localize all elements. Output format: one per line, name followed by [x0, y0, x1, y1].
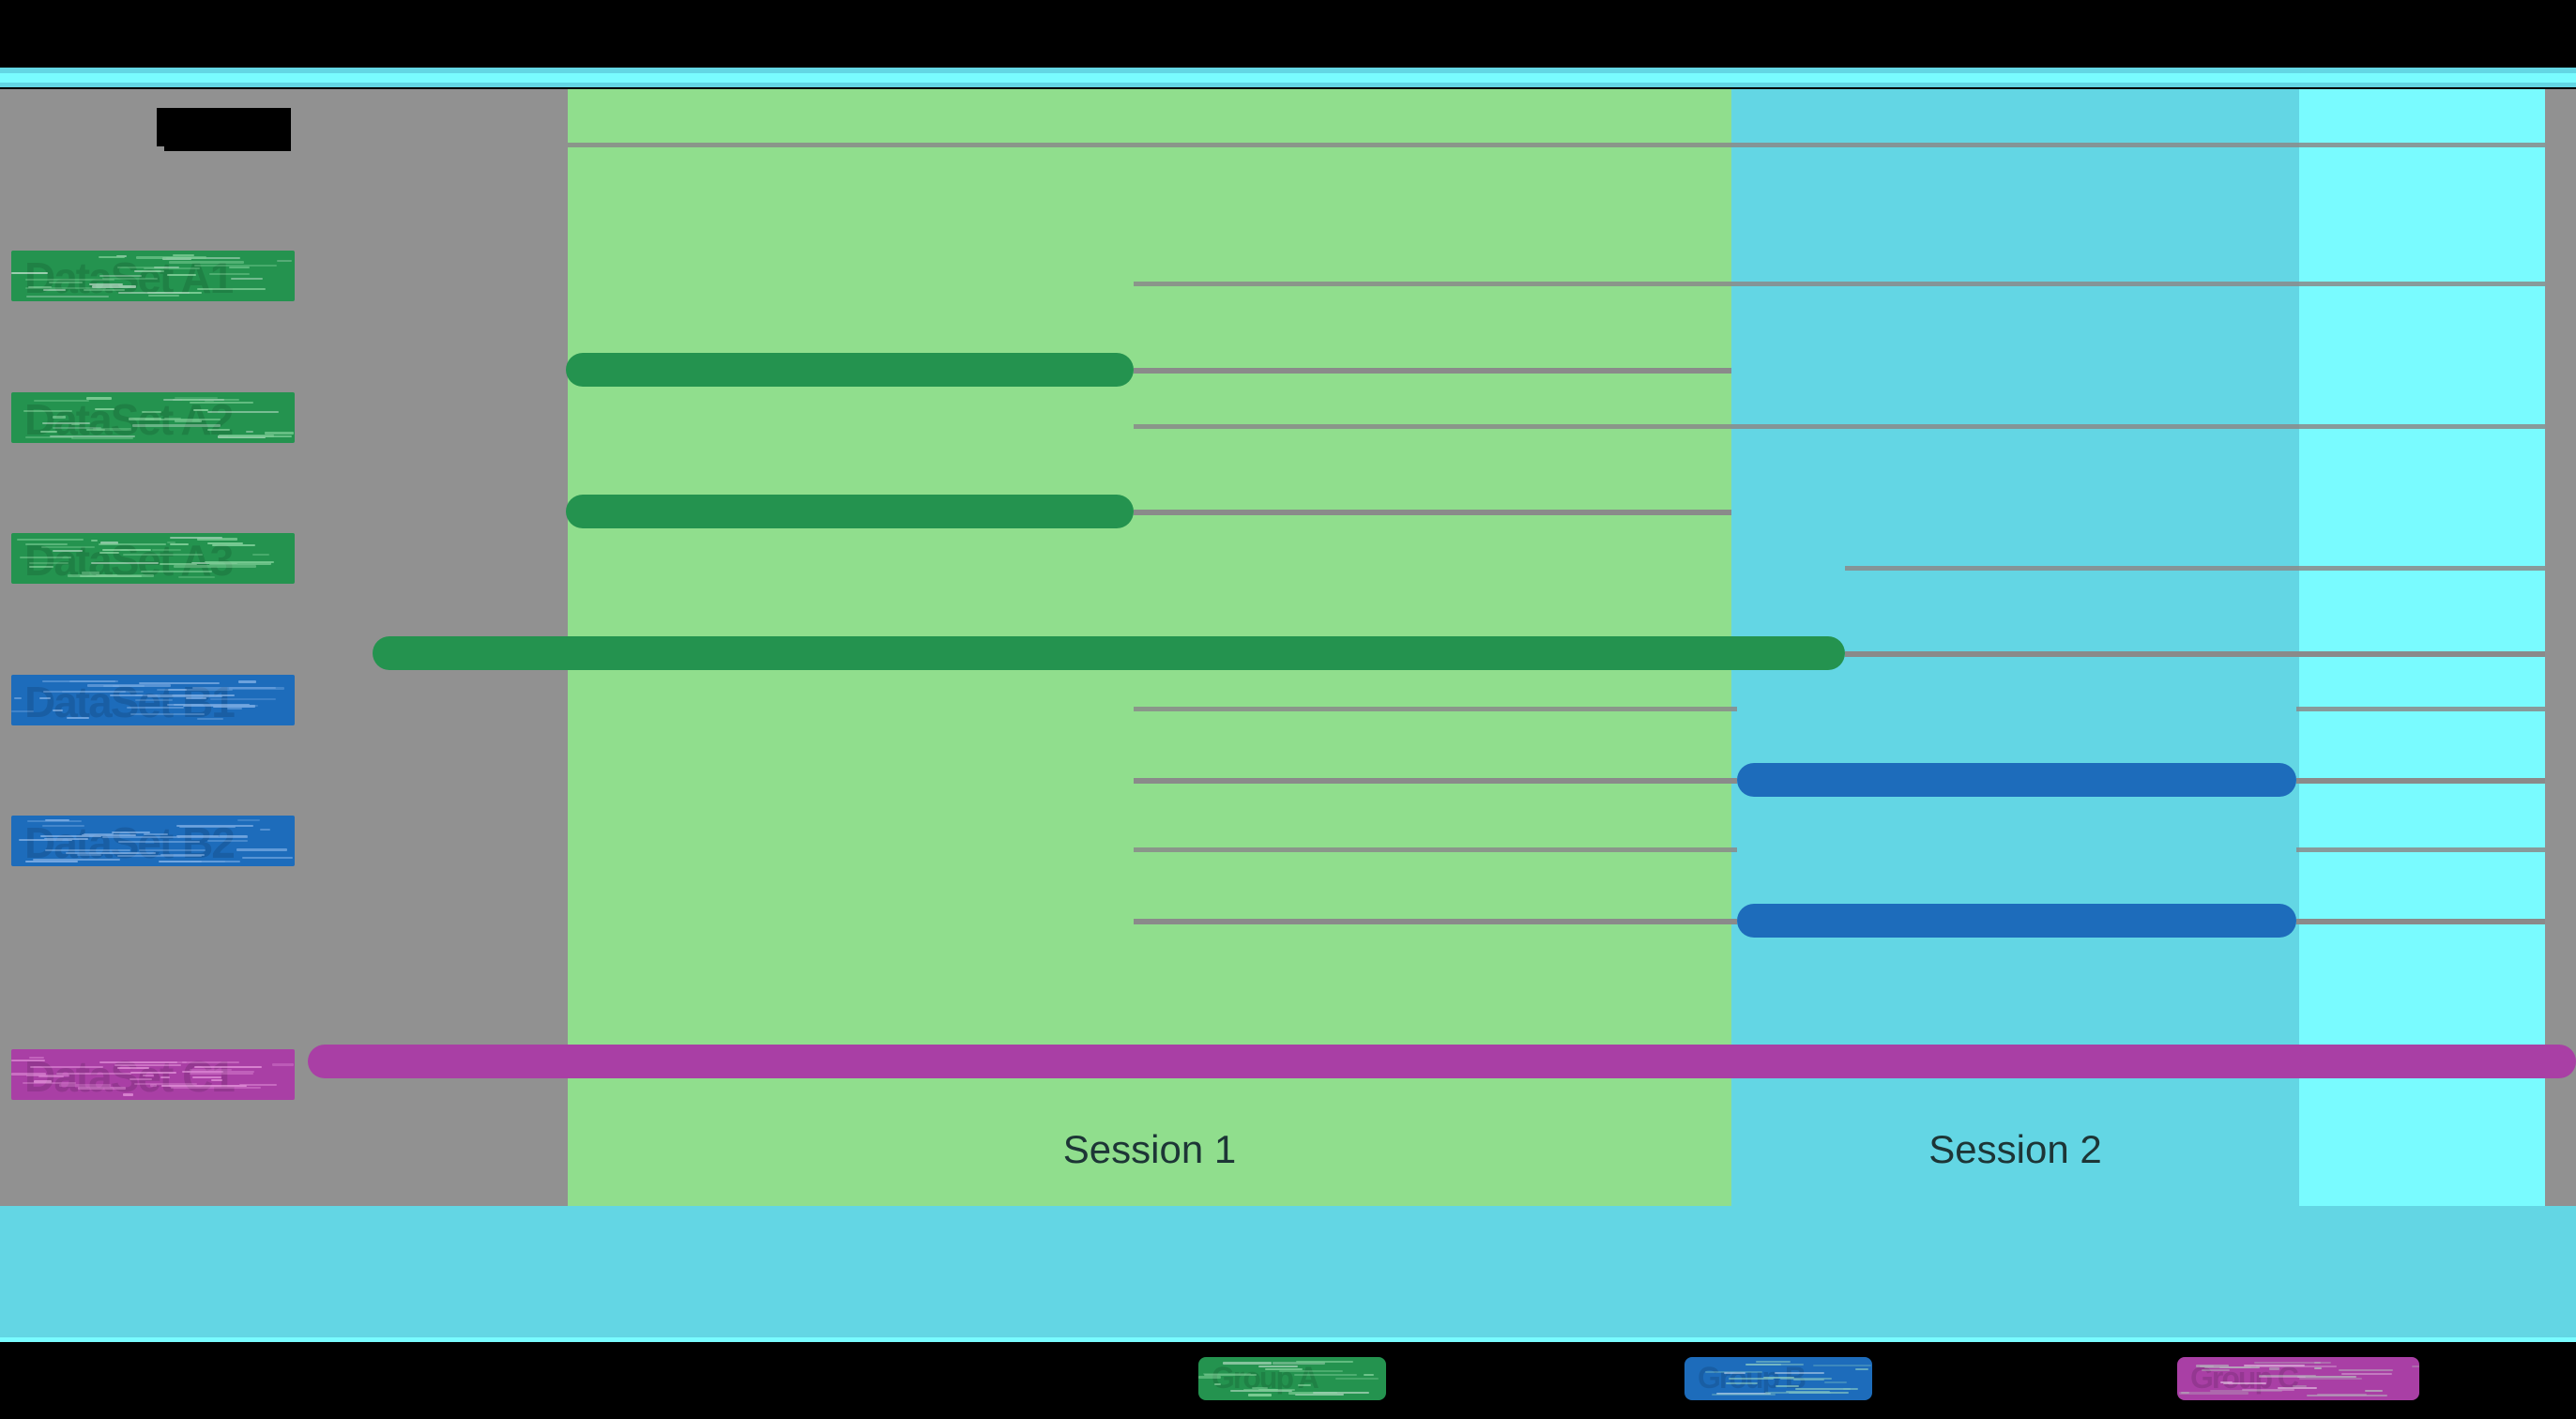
y-axis-label-dataset-b1[interactable]: DataSet B1: [11, 675, 295, 725]
y-axis-label-dataset-a2[interactable]: DataSet A2: [11, 392, 295, 443]
legend-item-group-a[interactable]: Group A: [1198, 1357, 1386, 1400]
session-band-3: [2299, 89, 2545, 1206]
gridline-row-3: [1845, 566, 2545, 571]
redaction-glyphs: [2177, 1357, 2419, 1400]
y-axis-label-dataset-a1[interactable]: DataSet A1: [11, 251, 295, 301]
gantt-bar-dataset-a1[interactable]: [566, 353, 1134, 387]
redaction-glyphs: [11, 392, 295, 443]
y-axis-label-text-5: DataSet C1: [24, 1052, 236, 1100]
legend: Group A Group B Group C: [0, 1342, 2576, 1419]
gantt-connector-b2-left: [1134, 919, 1737, 924]
gantt-bar-dataset-c1[interactable]: [308, 1045, 2576, 1078]
gridline-row-5b: [2296, 847, 2545, 852]
redaction-glyphs: [1684, 1357, 1872, 1400]
axis-strip-edge: [0, 1337, 2576, 1342]
y-axis-label-text-1: DataSet A2: [24, 395, 234, 443]
gantt-connector-b2-right: [2296, 919, 2545, 924]
gantt-connector-b1-left: [1134, 778, 1737, 784]
y-axis-label-dataset-a3[interactable]: DataSet A3: [11, 533, 295, 584]
gridline-row-4b: [2296, 707, 2545, 711]
y-axis-label-dataset-b2[interactable]: DataSet B2: [11, 816, 295, 866]
redaction-glyphs: [11, 533, 295, 584]
legend-label-0: Group A: [1212, 1361, 1319, 1395]
gantt-plot-area: Session 1 Session 2: [0, 89, 2576, 1206]
redaction-glyphs: [11, 816, 295, 866]
gantt-bar-dataset-b2[interactable]: [1737, 904, 2296, 938]
legend-item-group-c[interactable]: Group C: [2177, 1357, 2419, 1400]
gridline-row-1: [1134, 282, 2545, 286]
redaction-glyphs: [11, 1049, 295, 1100]
gantt-bar-dataset-a2[interactable]: [566, 495, 1134, 528]
gantt-bar-dataset-a3[interactable]: [373, 636, 1845, 670]
gantt-connector-a2: [1134, 510, 1731, 515]
redaction-glyphs: [11, 675, 295, 725]
session-band-2-label: Session 2: [1928, 1127, 2102, 1171]
gridline-row-4: [1134, 707, 1737, 711]
redaction-glyphs: [1198, 1357, 1386, 1400]
x-axis-strip: [0, 1206, 2576, 1342]
header-strip-1: [0, 68, 2576, 73]
gridline-row-0: [568, 143, 2545, 147]
legend-item-group-b[interactable]: Group B: [1684, 1357, 1872, 1400]
redaction-glyphs: [11, 251, 295, 301]
y-axis-label-text-3: DataSet B1: [24, 678, 236, 725]
gantt-connector-a1: [1134, 368, 1731, 374]
header-strip-2: [0, 73, 2576, 83]
y-axis-label-text-4: DataSet B2: [24, 818, 236, 866]
header-strip-3: [0, 83, 2576, 87]
title-redaction-block-2: [164, 108, 291, 151]
session-band-1-label: Session 1: [1062, 1127, 1237, 1171]
y-axis-label-dataset-c1[interactable]: DataSet C1: [11, 1049, 295, 1100]
gridline-row-5: [1134, 847, 1737, 852]
y-axis-label-text-2: DataSet A3: [24, 536, 234, 584]
gantt-connector-b1-right: [2296, 778, 2545, 784]
gantt-bar-dataset-b1[interactable]: [1737, 763, 2296, 797]
gantt-connector-a3: [1845, 651, 2545, 657]
gridline-row-2: [1134, 424, 2545, 429]
